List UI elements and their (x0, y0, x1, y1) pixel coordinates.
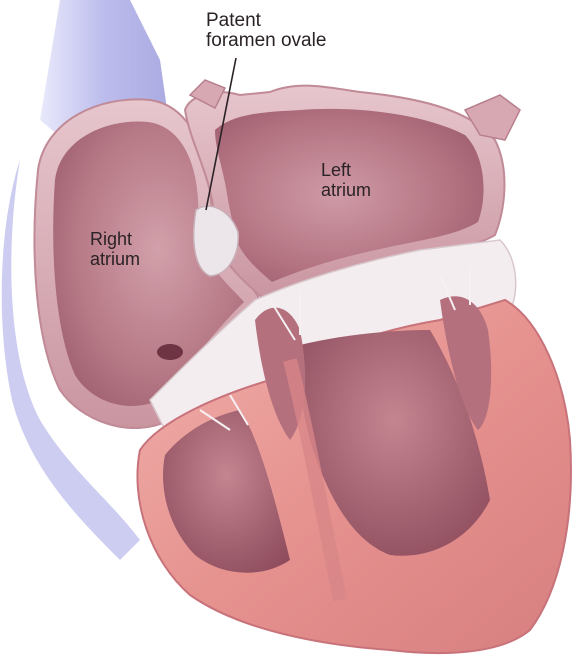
right-atrium-label-line1: Right (90, 229, 140, 249)
right-atrium-label: Right atrium (90, 229, 140, 269)
left-atrium-label-line1: Left (321, 160, 371, 180)
left-atrium-label-line2: atrium (321, 180, 371, 200)
left-atrium-label: Left atrium (321, 160, 371, 200)
pfo-label-line1: Patent (206, 11, 326, 31)
pfo-label-line2: foramen ovale (206, 31, 326, 51)
patent-foramen-ovale-label: Patent foramen ovale (206, 11, 326, 51)
right-atrium-label-line2: atrium (90, 249, 140, 269)
coronary-sinus-opening (157, 344, 183, 360)
